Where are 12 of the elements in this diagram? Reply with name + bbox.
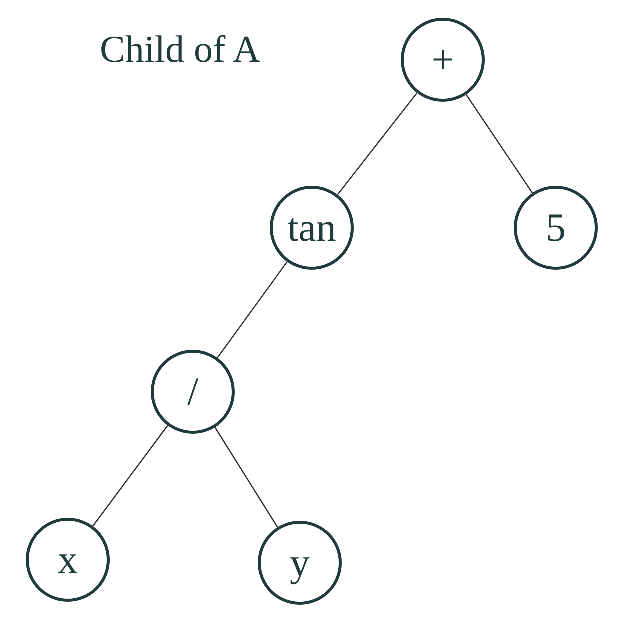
tree-edge-line	[337, 92, 418, 196]
node-label: +	[432, 40, 454, 80]
tree-edge-line	[214, 427, 278, 528]
node-label: /	[187, 372, 199, 412]
node-label: tan	[288, 208, 336, 248]
node-label: x	[58, 540, 78, 580]
tree-edge-line	[466, 94, 534, 194]
node-label: y	[290, 543, 310, 583]
annotation-text: Child of A	[100, 28, 260, 72]
tree-edge-line	[217, 262, 288, 358]
node-label: 5	[546, 208, 566, 248]
tree-edge-line	[92, 425, 168, 527]
